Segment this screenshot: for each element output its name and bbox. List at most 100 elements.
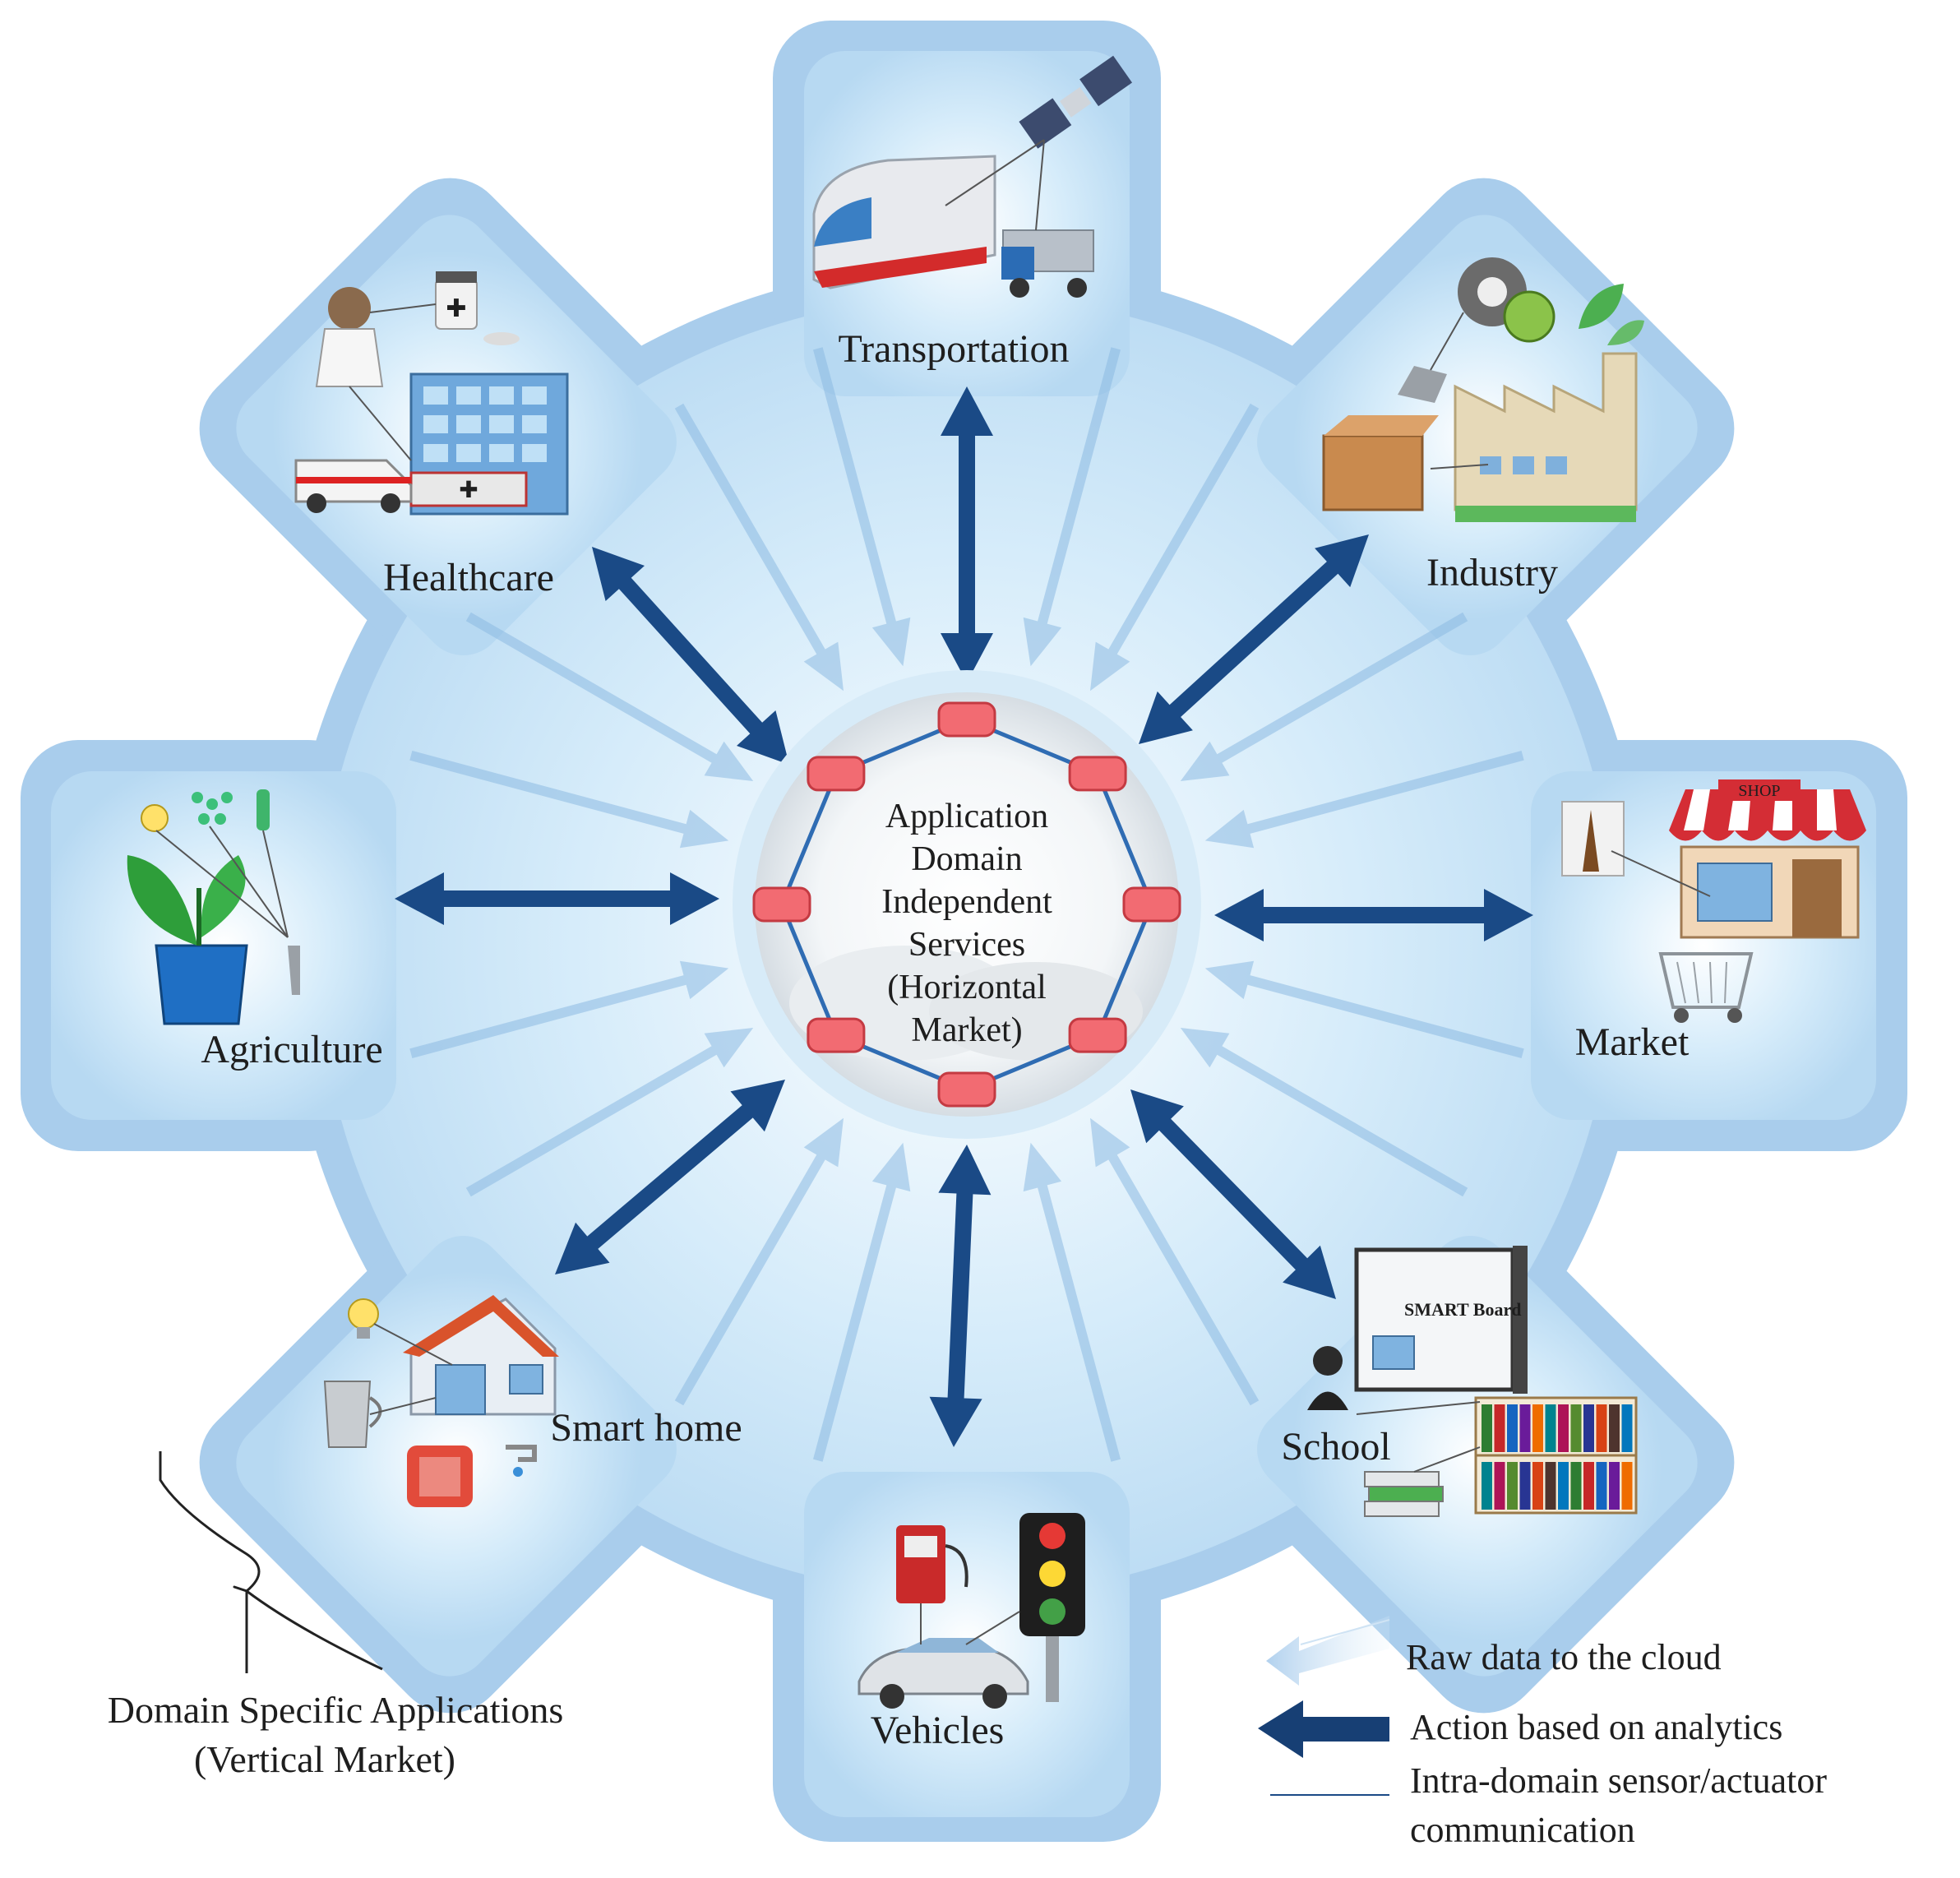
book [1558,1462,1569,1510]
legend: Raw data to the cloud Action based on an… [1258,1616,1827,1850]
shop-sign-text: SHOP [1738,782,1780,800]
bracket-label-line2: (Vertical Market) [194,1738,455,1780]
action-arrows [395,386,1533,1447]
book [1596,1404,1607,1452]
center-hub: Application Domain Independent Services … [733,670,1201,1139]
book [1596,1462,1607,1510]
raw-arrow-7 [409,960,729,1058]
service-node-3 [1122,886,1181,923]
service-node-4 [1068,1017,1127,1053]
book [1519,1404,1531,1452]
raw-arrow-8 [409,751,729,849]
raw-arrow-11 [813,347,911,667]
raw-arrow-9 [465,612,754,781]
raw-data-arrows [409,347,1524,1462]
book [1609,1404,1620,1452]
legend-intra-label-2: communication [1410,1810,1635,1850]
raw-arrow-4 [813,1142,911,1462]
raw-arrow-15 [1204,751,1524,849]
book [1519,1462,1531,1510]
center-line-4: Services [908,926,1025,964]
book [1482,1462,1492,1510]
service-node-6 [807,1017,866,1053]
books-lower [1482,1462,1633,1510]
healthcare-icon: ✚ ✚ [294,271,569,516]
service-node-8 [807,756,866,792]
book [1494,1462,1505,1510]
book [1570,1404,1582,1452]
legend-raw-label: Raw data to the cloud [1406,1637,1722,1677]
action-arrow-vehicles [929,1145,992,1447]
action-arrow-transportation [941,386,993,682]
book [1532,1462,1543,1510]
school-icon: SMART Board [1307,1246,1638,1517]
legend-intra-label-1: Intra-domain sensor/actuator [1410,1760,1827,1801]
book [1570,1462,1582,1510]
industry-label: Industry [1426,551,1558,594]
service-node-2 [1068,756,1127,792]
raw-arrow-6 [465,1028,754,1197]
legend-raw-arrow-symbol [1266,1616,1390,1686]
svg-text:✚: ✚ [446,295,466,322]
vertical-market-bracket [159,1451,383,1673]
raw-arrow-0 [1204,960,1524,1058]
vehicles-label: Vehicles [871,1709,1005,1752]
school-label: School [1281,1425,1390,1469]
book [1545,1404,1556,1452]
center-line-2: Domain [911,840,1022,878]
raw-arrow-10 [674,403,844,692]
raw-arrow-14 [1180,612,1468,781]
vehicles-icon [858,1513,1085,1709]
book [1621,1404,1633,1452]
smart-home-icon [323,1295,559,1507]
book [1621,1462,1633,1510]
action-arrow-industry [1139,534,1369,744]
book [1507,1462,1518,1510]
book [1482,1404,1492,1452]
agriculture-label: Agriculture [201,1028,382,1071]
service-node-5 [937,1071,996,1108]
action-arrow-school [1130,1089,1336,1299]
industry-icon [1322,257,1644,522]
raw-arrow-12 [1023,347,1121,667]
book [1507,1404,1518,1452]
action-arrow-agriculture [395,872,719,925]
service-node-1 [937,701,996,738]
bracket-label-line1: Domain Specific Applications [108,1689,563,1731]
book [1494,1404,1505,1452]
book [1558,1404,1569,1452]
legend-action-label: Action based on analytics [1410,1707,1782,1747]
raw-arrow-1 [1180,1028,1468,1197]
book [1532,1404,1543,1452]
transportation-icon [812,55,1133,298]
book [1545,1462,1556,1510]
legend-action-arrow-symbol [1258,1700,1389,1758]
service-node-7 [752,886,811,923]
raw-arrow-13 [1090,403,1260,692]
market-icon: SHOP [1561,779,1866,1023]
center-line-3: Independent [881,883,1052,921]
service-nodes [752,701,1181,1108]
smart-home-label: Smart home [550,1406,742,1450]
action-arrow-smart-home [555,1080,785,1274]
center-line-1: Application [885,798,1048,835]
book [1583,1404,1594,1452]
raw-arrow-2 [1090,1117,1260,1406]
raw-arrow-3 [1023,1142,1121,1462]
raw-arrow-5 [674,1117,844,1406]
center-line-5: (Horizontal [887,969,1047,1006]
agriculture-icon [127,789,300,1025]
books-upper [1482,1404,1633,1452]
center-line-6: Market) [911,1011,1022,1049]
smart-board-text: SMART Board [1404,1299,1521,1320]
transportation-label: Transportation [839,327,1070,371]
book [1583,1462,1594,1510]
healthcare-label: Healthcare [383,556,554,599]
action-arrow-market [1214,889,1533,941]
book [1609,1462,1620,1510]
action-arrow-healthcare [592,547,789,765]
svg-text:✚: ✚ [459,478,478,503]
market-label: Market [1575,1020,1690,1064]
